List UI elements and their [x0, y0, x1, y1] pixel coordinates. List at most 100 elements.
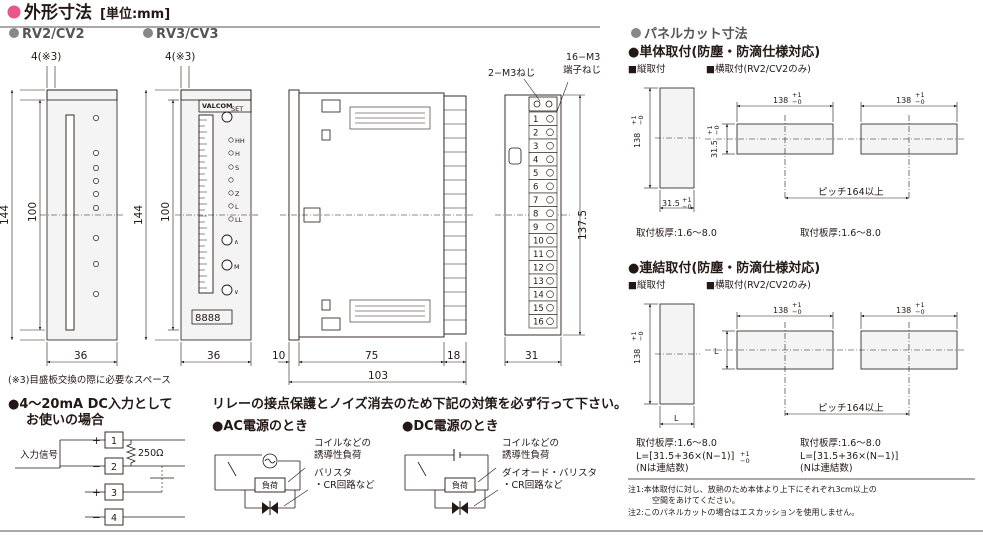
- panelcut-bullet-icon: [631, 28, 641, 38]
- rv3-led-z: Z: [235, 190, 240, 198]
- multi-h2-tol-zero: −0: [915, 308, 925, 316]
- terminal-row: 14: [528, 287, 558, 302]
- note-scale-space: (※3)目盛板交換の際に必要なスペース: [8, 374, 171, 386]
- title-bullet-icon: [7, 5, 21, 19]
- set-key-icon: [221, 111, 233, 123]
- terminal-row: 15: [528, 300, 558, 315]
- dc-title: ●DC電源のとき: [402, 418, 499, 434]
- multi-h1-138-dim: 138: [773, 306, 788, 315]
- section-title: 外形寸法: [24, 2, 92, 23]
- multi-v-n-note: (Nは連結数): [636, 462, 689, 474]
- note-1b: 空間をあけてください。: [652, 495, 740, 505]
- terminal-row: 10: [528, 233, 558, 248]
- rv3-height-dim: 144: [133, 205, 145, 225]
- dc-coil-label-1: コイルなどの: [502, 438, 559, 449]
- screw-icon: [546, 223, 554, 231]
- screw-icon: [546, 182, 554, 190]
- single-v-tol-zero: −0: [637, 115, 645, 125]
- multi-v-formula: L=[31.5+36×(N−1)]: [636, 451, 734, 462]
- single-h1-tol-plus: +1: [792, 91, 802, 99]
- ac-protect-label-2: ・CR回路など: [314, 479, 375, 491]
- single-h2-tol-zero: −0: [915, 98, 925, 106]
- screw-icon: [546, 250, 554, 258]
- screw-icon: [546, 317, 554, 325]
- terminal-number: 11: [533, 250, 544, 260]
- terminal-number: 5: [533, 169, 538, 179]
- terminal-row: 12: [528, 260, 558, 275]
- rv3-led-h: H: [235, 150, 240, 158]
- single-vertical-label: ■縦取付: [628, 63, 666, 75]
- single-h2-138-dim: 138: [896, 96, 911, 105]
- resistor-label: 250Ω: [138, 448, 163, 459]
- screw-icon: [546, 115, 554, 123]
- model-rv3-label: RV3/CV3: [156, 27, 219, 42]
- terminal-row: 8: [528, 206, 558, 221]
- screw-icon: [546, 155, 554, 163]
- screw-icon: [546, 196, 554, 204]
- plus-sign-3: +: [92, 487, 101, 499]
- single-h2-tol-plus: +1: [915, 91, 925, 99]
- rv2-width-dim: 36: [74, 350, 88, 362]
- ac-circuit-diagram: [214, 453, 309, 515]
- model-bullet-icon: [143, 28, 153, 38]
- input-note-line2: お使いの場合: [26, 412, 105, 428]
- rv3-led-s: S: [235, 164, 239, 172]
- ac-source-icon: [262, 453, 278, 469]
- multi-vertical-label: ■縦取付: [628, 279, 666, 291]
- terminal-number: 4: [533, 156, 538, 166]
- terminal-number: 9: [533, 223, 538, 233]
- rv3-led-l: L: [235, 203, 239, 211]
- screw-icon: [546, 169, 554, 177]
- ac-coil-label-2: 誘導性負荷: [314, 449, 362, 461]
- rv3-scale-space-label: 4(※3): [165, 51, 195, 63]
- rv2-scale-space-label: 4(※3): [31, 51, 61, 63]
- dc-coil-label-2: 誘導性負荷: [502, 449, 550, 461]
- terminal-row: 9: [528, 219, 558, 234]
- screw-2-label: 2−M3ねじ: [488, 68, 535, 79]
- terminal-row: 13: [528, 273, 558, 288]
- dc-protect-label-1: ダイオード・バリスタ: [502, 467, 597, 479]
- multi-v-L-dim: L: [674, 414, 679, 423]
- model-bullet-icon: [9, 28, 19, 38]
- single-h-315-tol-plus: +1: [706, 125, 714, 135]
- screw-icon: [546, 209, 554, 217]
- multi-horizontal-label: ■横取付(RV2/CV2のみ): [706, 279, 811, 291]
- term-width-dim: 31: [525, 350, 538, 362]
- multi-v-tol-zero: −0: [637, 331, 645, 341]
- multi-mount-cutout-diagram: [644, 303, 965, 428]
- ac-coil-label-1: コイルなどの: [314, 438, 371, 449]
- side-rear-dim: 18: [447, 350, 460, 362]
- multi-h-L-dim: L: [714, 347, 719, 356]
- rv3-key-down: ∨: [234, 288, 239, 296]
- ac-load-label: 負荷: [262, 480, 278, 490]
- down-key-icon: [221, 284, 233, 296]
- minus-sign-4: −: [92, 512, 101, 524]
- multi-h-n-note: (Nは連結数): [800, 462, 853, 474]
- single-mount-cutout-diagram: [644, 87, 965, 212]
- up-key-icon: [221, 234, 233, 246]
- unit-label: [単位:mm]: [100, 6, 170, 22]
- multi-h1-tol-zero: −0: [792, 308, 802, 316]
- side-view: [278, 89, 475, 385]
- screw-icon: [546, 277, 554, 285]
- side-body-dim: 75: [365, 350, 378, 362]
- multi-h-formula: L=[31.5+36×(N−1)]: [800, 451, 898, 462]
- single-v-315-tol-plus: +1: [682, 196, 692, 204]
- screw-icon: [546, 304, 554, 312]
- terminal-number: 6: [533, 183, 538, 193]
- rv3-key-m: M: [234, 263, 240, 271]
- terminal-row: 1: [528, 111, 558, 126]
- single-v-thickness: 取付板厚:1.6〜8.0: [636, 227, 717, 239]
- terminal-number: 10: [533, 237, 544, 247]
- minus-sign-2: −: [92, 461, 101, 473]
- single-h1-tol-zero: −0: [792, 98, 802, 106]
- digital-display-icon: [191, 309, 233, 325]
- single-h-315-dim: 31.5: [710, 140, 719, 158]
- input-term-4: 4: [111, 513, 117, 524]
- input-signal-label: 入力信号: [20, 449, 58, 461]
- single-v-315-tol-zero: −0: [682, 203, 692, 211]
- input-term-2: 2: [111, 462, 117, 473]
- multi-h2-tol-plus: +1: [915, 301, 925, 309]
- single-h-thickness: 取付板厚:1.6〜8.0: [800, 227, 881, 239]
